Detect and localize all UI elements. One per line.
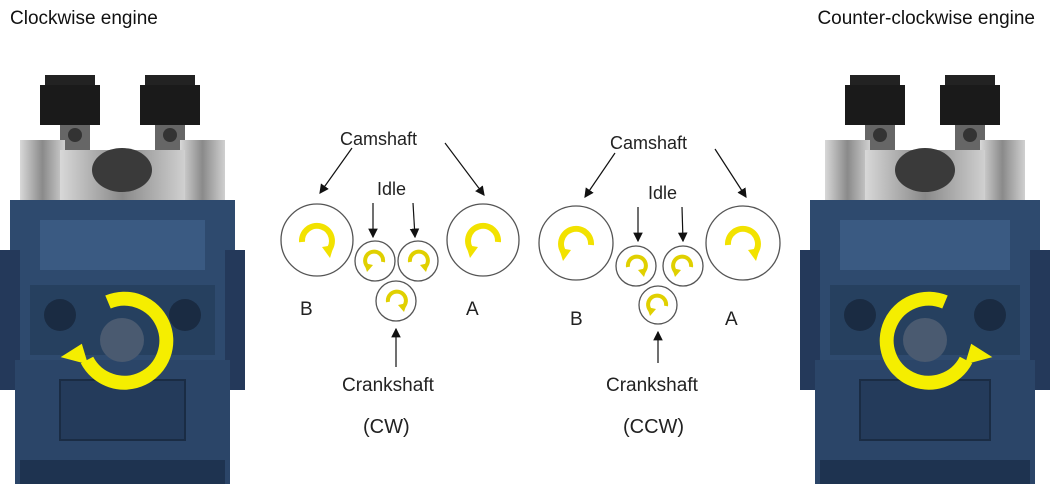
ccw-rotation-icon <box>558 225 595 261</box>
gear-b-label: B <box>300 299 313 320</box>
curved-arrow-icon <box>879 291 993 390</box>
crankshaft-label: Crankshaft <box>342 375 435 396</box>
camshaft-label: Camshaft <box>610 133 687 153</box>
idle-gear-right <box>662 245 704 287</box>
gear-a-label: A <box>725 309 738 330</box>
camshaft-label: Camshaft <box>340 129 417 149</box>
idle-label: Idle <box>377 179 406 199</box>
camshaft-gear-a <box>446 203 520 277</box>
gear-train-diagrams: Camshaft Idle <box>280 129 781 438</box>
engine-body <box>800 75 1050 484</box>
engine-counter-clockwise-image <box>800 75 1050 484</box>
cw-rotation-icon <box>385 289 408 312</box>
curved-arrow-icon <box>60 291 174 390</box>
ccw-rotation-icon <box>363 249 386 272</box>
direction-label-cw: (CW) <box>363 416 410 438</box>
engine-clockwise-image <box>0 75 245 484</box>
direction-label-ccw: (CCW) <box>623 416 684 438</box>
ccw-rotation-icon <box>671 254 694 277</box>
idle-label: Idle <box>648 183 677 203</box>
cw-rotation-icon <box>407 249 430 272</box>
camshaft-gear-a <box>705 205 781 281</box>
crankshaft-label: Crankshaft <box>606 375 699 396</box>
idle-gear-left <box>354 240 396 282</box>
gear-diagram-ccw: Camshaft Idle <box>538 133 781 438</box>
engine-body <box>0 75 245 484</box>
ccw-rotation-icon <box>646 293 669 316</box>
idle-gear-right <box>397 240 439 282</box>
crankshaft-gear <box>375 280 417 322</box>
cw-rotation-icon <box>724 225 761 261</box>
gear-a-label: A <box>466 299 479 320</box>
ccw-rotation-icon <box>465 222 502 258</box>
idle-gear-left <box>615 245 657 287</box>
gear-b-label: B <box>570 309 583 330</box>
camshaft-gear-b <box>280 203 354 277</box>
title-clockwise-engine: Clockwise engine <box>10 8 158 29</box>
cw-rotation-icon <box>298 222 335 258</box>
camshaft-gear-b <box>538 205 614 281</box>
crankshaft-gear <box>638 285 678 325</box>
gear-diagram-cw: Camshaft Idle <box>280 129 520 438</box>
cw-rotation-icon <box>625 254 648 277</box>
title-counter-clockwise-engine: Counter-clockwise engine <box>817 8 1035 29</box>
